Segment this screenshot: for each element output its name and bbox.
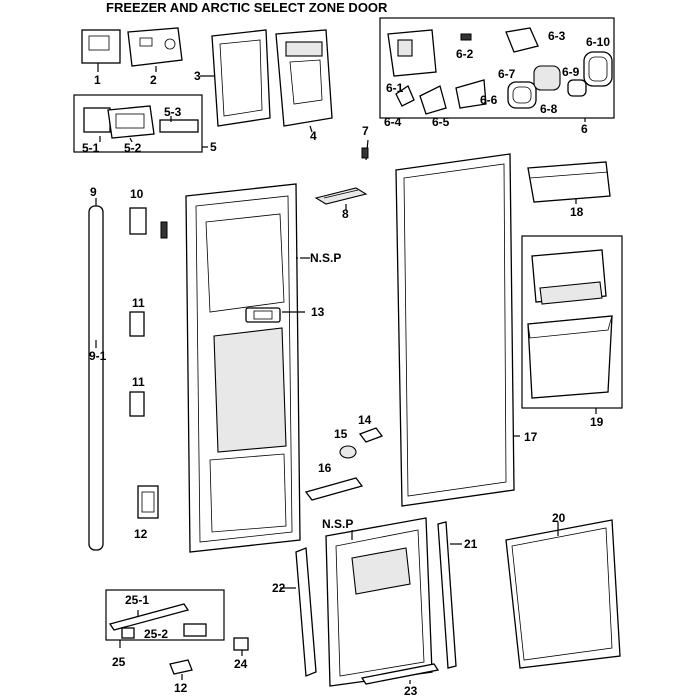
label-6-9: 6-9 [562, 65, 580, 79]
label-nsp-upper: N.S.P [310, 251, 341, 265]
label-7: 7 [362, 124, 369, 138]
label-25-1: 25-1 [125, 593, 149, 607]
part-7-screw [361, 139, 369, 161]
label-25: 25 [112, 655, 126, 669]
label-21: 21 [464, 537, 478, 551]
label-2: 2 [150, 73, 157, 87]
part-12-block-bottom [169, 659, 193, 680]
label-1: 1 [94, 73, 101, 87]
part-1-panel [81, 29, 121, 72]
label-9: 9 [90, 185, 97, 199]
label-6-2: 6-2 [456, 47, 474, 61]
part-8-vent-cover [314, 187, 368, 210]
part-17-door-gasket [395, 153, 520, 507]
part-freezer-door [185, 183, 301, 553]
diagram-title: FREEZER AND ARCTIC SELECT ZONE DOOR [106, 0, 388, 15]
label-6-1: 6-1 [386, 81, 404, 95]
part-18-door-bin [527, 161, 611, 204]
label-15: 15 [334, 427, 348, 441]
label-10: 10 [130, 187, 144, 201]
part-11-clip-lower [129, 391, 145, 417]
label-14: 14 [358, 413, 372, 427]
label-3: 3 [194, 69, 201, 83]
label-22: 22 [272, 581, 286, 595]
label-24: 24 [234, 657, 248, 671]
part-13-dispenser-insert [245, 307, 305, 323]
label-6: 6 [581, 122, 588, 136]
part-21-trim [437, 521, 462, 669]
part-14-plate [358, 427, 384, 443]
label-20: 20 [552, 511, 566, 525]
label-12-left: 12 [134, 527, 148, 541]
label-11-lower: 11 [132, 375, 145, 389]
part-12-block-left [137, 485, 159, 519]
label-6-7: 6-7 [498, 67, 516, 81]
label-19: 19 [590, 415, 604, 429]
label-18: 18 [570, 205, 584, 219]
label-6-8: 6-8 [540, 102, 558, 116]
label-4: 4 [310, 129, 317, 143]
label-5-3: 5-3 [164, 105, 182, 119]
label-25-2: 25-2 [144, 627, 168, 641]
part-20-frame [505, 519, 621, 669]
label-9-1: 9-1 [89, 349, 107, 363]
label-5: 5 [210, 140, 217, 154]
label-23: 23 [404, 684, 418, 698]
part-2-control-board [127, 27, 183, 72]
part-arctic-zone-door [325, 517, 433, 687]
label-5-1: 5-1 [82, 141, 100, 155]
label-nsp-lower: N.S.P [322, 517, 353, 531]
part-16-bracket [304, 477, 364, 501]
group-5-box [73, 94, 208, 153]
part-11-clip-upper [129, 311, 145, 337]
label-13: 13 [311, 305, 325, 319]
label-12-bottom: 12 [174, 681, 188, 695]
part-15-roller [339, 445, 357, 459]
label-16: 16 [318, 461, 332, 475]
label-6-4: 6-4 [384, 115, 402, 129]
label-5-2: 5-2 [124, 141, 142, 155]
part-3-frame [200, 29, 271, 127]
group-19-box [521, 235, 623, 414]
label-6-10: 6-10 [586, 35, 610, 49]
label-11-upper: 11 [132, 296, 145, 310]
part-4-dispenser-cover [275, 29, 333, 133]
label-6-6: 6-6 [480, 93, 498, 107]
group-25-box [105, 589, 225, 648]
part-24-connector [233, 637, 249, 656]
part-23-bottom-trim [360, 663, 440, 685]
group-6-box [379, 17, 615, 122]
label-6-3: 6-3 [548, 29, 566, 43]
part-22-trim [280, 547, 317, 677]
label-6-5: 6-5 [432, 115, 450, 129]
part-10-cap [129, 207, 168, 239]
label-8: 8 [342, 207, 349, 221]
label-17: 17 [524, 430, 538, 444]
part-9-handle [88, 198, 104, 551]
